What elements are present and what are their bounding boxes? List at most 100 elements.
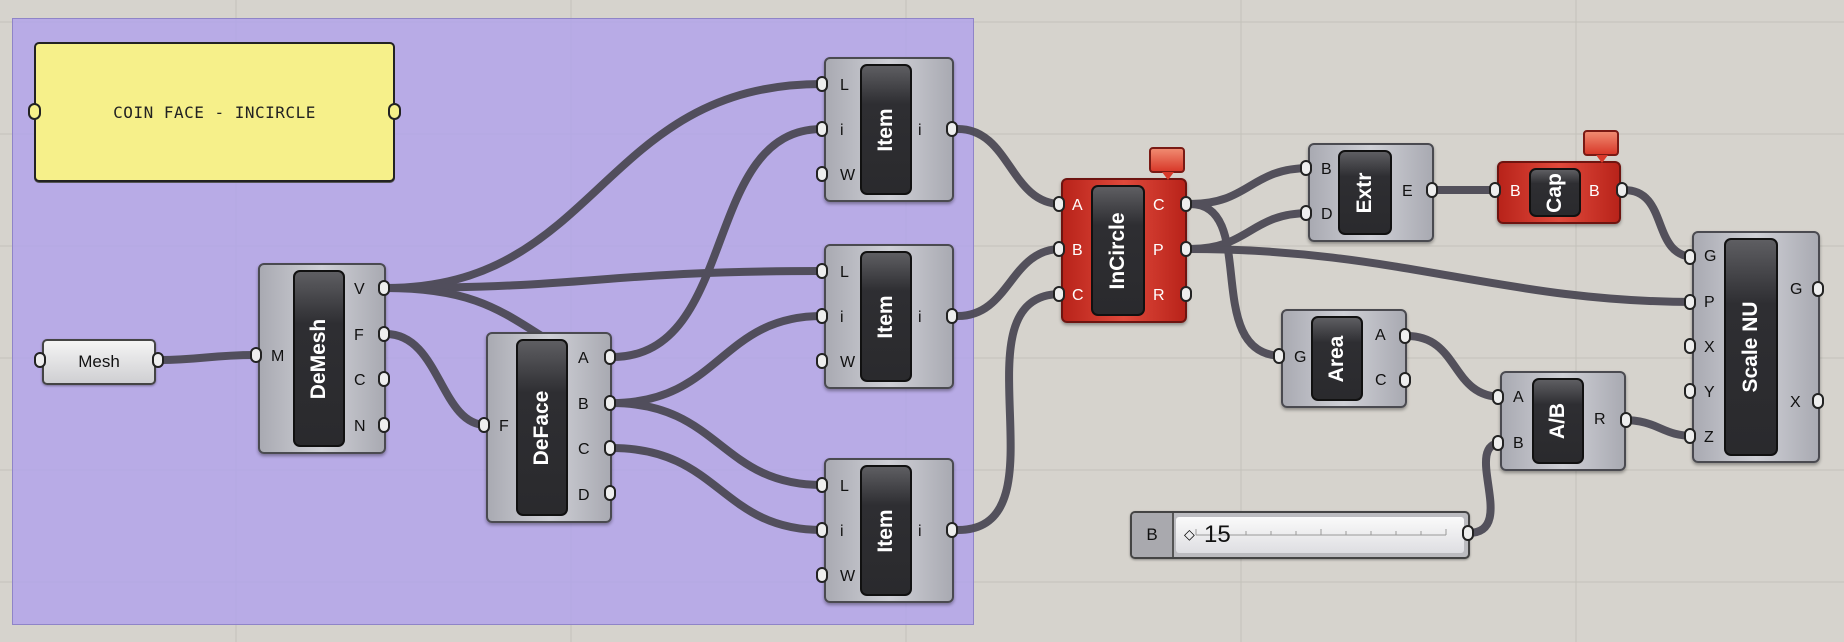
item-component-3[interactable]: Item L i W i xyxy=(824,458,954,603)
area-output-a: A xyxy=(1375,327,1386,344)
cap-component[interactable]: Cap B B xyxy=(1497,161,1621,224)
demesh-pin-c[interactable] xyxy=(378,371,390,387)
slider-knob-icon[interactable]: ◇ xyxy=(1184,526,1195,542)
incircle-pin-p[interactable] xyxy=(1180,241,1192,257)
division-component[interactable]: A/B A B R xyxy=(1500,371,1626,471)
item1-pin-w[interactable] xyxy=(816,166,828,182)
deface-pin-a[interactable] xyxy=(604,349,616,365)
mesh-param[interactable]: Mesh xyxy=(42,339,156,385)
area-core[interactable]: Area xyxy=(1311,316,1363,401)
incircle-pin-c-out[interactable] xyxy=(1180,196,1192,212)
division-pin-a[interactable] xyxy=(1492,389,1504,405)
item1-pin-out[interactable] xyxy=(946,121,958,137)
deface-component[interactable]: DeFace F A B C D xyxy=(486,332,612,523)
scale-pin-x-out[interactable] xyxy=(1812,393,1824,409)
deface-pin-c[interactable] xyxy=(604,440,616,456)
incircle-pin-b[interactable] xyxy=(1053,241,1065,257)
demesh-output-v: V xyxy=(354,281,365,298)
extr-input-b: B xyxy=(1321,161,1332,178)
extr-pin-e[interactable] xyxy=(1426,182,1438,198)
item-component-1[interactable]: Item L i W i xyxy=(824,57,954,202)
area-component[interactable]: Area G A C xyxy=(1281,309,1407,408)
scale-pin-x-in[interactable] xyxy=(1684,338,1696,354)
scale-nu-component[interactable]: Scale NU G P X Y Z G X xyxy=(1692,231,1820,463)
item1-input-l: L xyxy=(840,77,849,94)
demesh-pin-n[interactable] xyxy=(378,417,390,433)
demesh-component[interactable]: DeMesh M V F C N xyxy=(258,263,386,454)
extr-output-e: E xyxy=(1402,183,1413,200)
demesh-pin-f[interactable] xyxy=(378,326,390,342)
extr-input-d: D xyxy=(1321,206,1333,223)
division-core[interactable]: A/B xyxy=(1532,378,1584,464)
division-pin-r[interactable] xyxy=(1620,412,1632,428)
slider-ticks xyxy=(1195,529,1447,536)
item3-pin-i[interactable] xyxy=(816,522,828,538)
scale-pin-z[interactable] xyxy=(1684,428,1696,444)
cap-core[interactable]: Cap xyxy=(1529,168,1581,217)
item-label-1: Item xyxy=(874,107,897,152)
incircle-pin-c-in[interactable] xyxy=(1053,286,1065,302)
deface-core[interactable]: DeFace xyxy=(516,339,568,516)
scale-pin-g-in[interactable] xyxy=(1684,249,1696,265)
incircle-warning-balloon-icon[interactable] xyxy=(1149,147,1185,180)
item2-pin-w[interactable] xyxy=(816,353,828,369)
incircle-pin-r[interactable] xyxy=(1180,286,1192,302)
extr-core[interactable]: Extr xyxy=(1338,150,1392,235)
item3-pin-w[interactable] xyxy=(816,567,828,583)
extr-component[interactable]: Extr B D E xyxy=(1308,143,1434,242)
scale-pin-p[interactable] xyxy=(1684,294,1696,310)
number-slider[interactable]: B ◇ 15 xyxy=(1130,511,1470,559)
deface-pin-b[interactable] xyxy=(604,395,616,411)
demesh-pin-v[interactable] xyxy=(378,280,390,296)
incircle-pin-a[interactable] xyxy=(1053,196,1065,212)
demesh-input-m: M xyxy=(271,348,285,365)
area-pin-c[interactable] xyxy=(1399,372,1411,388)
area-pin-a[interactable] xyxy=(1399,328,1411,344)
item1-output-i: i xyxy=(918,122,922,139)
demesh-pin-m[interactable] xyxy=(250,347,262,363)
scale-output-g: G xyxy=(1790,281,1803,298)
demesh-core[interactable]: DeMesh xyxy=(293,270,345,447)
item-core-3[interactable]: Item xyxy=(860,465,912,596)
scale-nu-core[interactable]: Scale NU xyxy=(1724,238,1778,456)
demesh-output-c: C xyxy=(354,372,366,389)
item2-output-i: i xyxy=(918,309,922,326)
slider-output-pin[interactable] xyxy=(1462,525,1474,541)
item1-pin-i[interactable] xyxy=(816,121,828,137)
note-input-grip[interactable] xyxy=(28,103,41,120)
deface-label: DeFace xyxy=(530,390,553,465)
division-pin-b[interactable] xyxy=(1492,435,1504,451)
item2-pin-i[interactable] xyxy=(816,308,828,324)
mesh-param-output-pin[interactable] xyxy=(152,352,164,368)
extr-pin-d[interactable] xyxy=(1300,205,1312,221)
item1-pin-l[interactable] xyxy=(816,76,828,92)
mesh-param-input-pin[interactable] xyxy=(34,352,46,368)
cap-pin-in[interactable] xyxy=(1489,182,1501,198)
item3-output-i: i xyxy=(918,523,922,540)
note-output-grip[interactable] xyxy=(388,103,401,120)
slider-name: B xyxy=(1132,513,1174,557)
cap-label: Cap xyxy=(1543,172,1566,213)
incircle-component[interactable]: InCircle A B C C P R xyxy=(1061,178,1187,323)
area-pin-g[interactable] xyxy=(1273,348,1285,364)
deface-pin-f[interactable] xyxy=(478,417,490,433)
incircle-core[interactable]: InCircle xyxy=(1091,185,1145,316)
note-panel[interactable]: COIN FACE - INCIRCLE xyxy=(28,42,401,182)
extr-pin-b[interactable] xyxy=(1300,160,1312,176)
item3-pin-l[interactable] xyxy=(816,477,828,493)
slider-track[interactable]: ◇ 15 xyxy=(1176,517,1464,553)
item2-pin-l[interactable] xyxy=(816,263,828,279)
item2-pin-out[interactable] xyxy=(946,308,958,324)
item-core-2[interactable]: Item xyxy=(860,251,912,382)
cap-warning-balloon-icon[interactable] xyxy=(1583,130,1619,163)
item3-input-l: L xyxy=(840,478,849,495)
cap-pin-out[interactable] xyxy=(1616,182,1628,198)
scale-pin-g-out[interactable] xyxy=(1812,281,1824,297)
scale-pin-y[interactable] xyxy=(1684,383,1696,399)
item2-input-i: i xyxy=(840,309,844,326)
item-core-1[interactable]: Item xyxy=(860,64,912,195)
deface-pin-d[interactable] xyxy=(604,485,616,501)
item-component-2[interactable]: Item L i W i xyxy=(824,244,954,389)
item3-pin-out[interactable] xyxy=(946,522,958,538)
